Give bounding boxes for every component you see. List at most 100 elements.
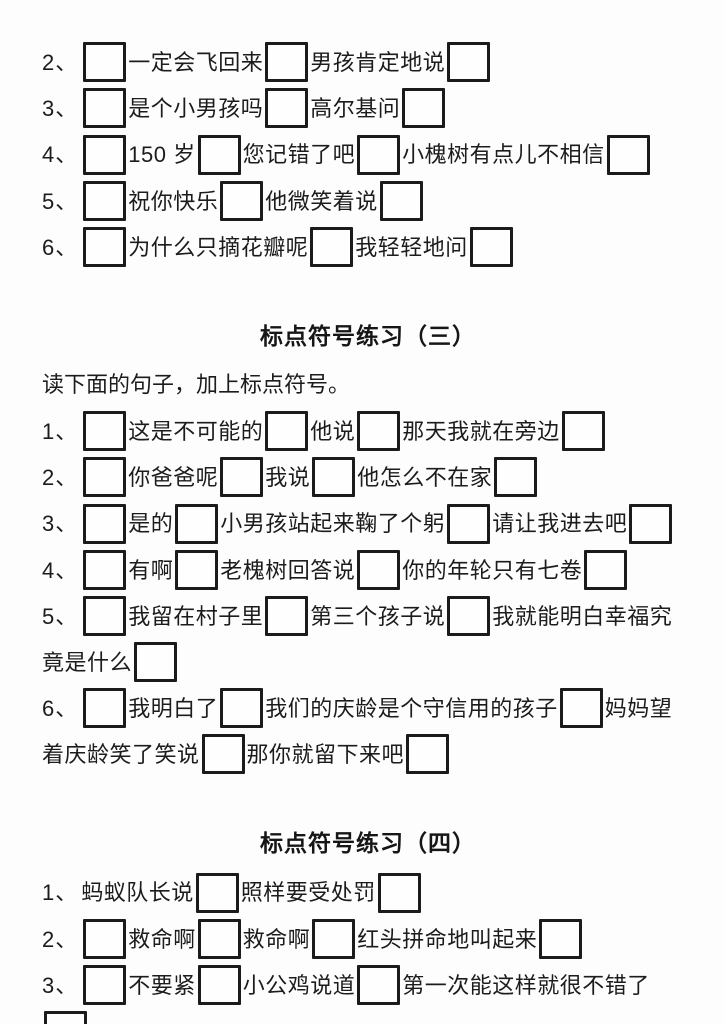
punctuation-box[interactable] xyxy=(312,457,356,498)
item-text: 救命啊 xyxy=(242,926,311,952)
item-text: 我明白了 xyxy=(128,696,219,722)
punctuation-box[interactable] xyxy=(539,918,583,959)
punctuation-box[interactable] xyxy=(83,457,127,498)
item-number: 4、 xyxy=(42,142,79,168)
item-text: 第三个孩子说 xyxy=(310,603,446,629)
item-text: 是的 xyxy=(128,511,174,537)
punctuation-box[interactable] xyxy=(377,872,421,913)
punctuation-box[interactable] xyxy=(197,965,241,1005)
punctuation-box[interactable] xyxy=(357,965,401,1005)
item-number: 6、 xyxy=(42,696,79,722)
punctuation-box[interactable] xyxy=(134,642,178,683)
punctuation-box[interactable] xyxy=(201,734,245,775)
punctuation-box[interactable] xyxy=(197,134,241,175)
punctuation-box[interactable] xyxy=(83,688,127,729)
punctuation-box[interactable] xyxy=(265,42,309,83)
punctuation-box[interactable] xyxy=(357,549,401,590)
punctuation-box[interactable] xyxy=(83,411,127,452)
punctuation-box[interactable] xyxy=(379,180,423,221)
item-text: 男孩肯定地说 xyxy=(310,50,446,75)
item-text: 那天我就在旁边 xyxy=(402,418,560,444)
item-number: 5、 xyxy=(42,603,79,629)
punctuation-box[interactable] xyxy=(447,503,491,544)
exercise-item: 5、 我留在村子里 第三个孩子说我就能明白幸福究竟是什么 xyxy=(42,594,694,686)
punctuation-box[interactable] xyxy=(402,88,446,129)
section-instruction: 读下面的句子，加上标点符号。 xyxy=(42,371,351,397)
item-text: 祝你快乐 xyxy=(128,188,219,214)
punctuation-box[interactable] xyxy=(559,688,603,729)
punctuation-box[interactable] xyxy=(469,226,513,267)
punctuation-box[interactable] xyxy=(265,411,309,452)
item-text: 请让我进去吧 xyxy=(492,511,628,537)
punctuation-box[interactable] xyxy=(83,595,127,636)
punctuation-box[interactable] xyxy=(447,42,491,83)
punctuation-box[interactable] xyxy=(83,134,127,175)
punctuation-box[interactable] xyxy=(561,411,605,452)
exercise-item: 4、150 岁您记错了吧小槐树有点儿不相信 xyxy=(42,132,694,178)
punctuation-box[interactable] xyxy=(220,688,264,729)
punctuation-box[interactable] xyxy=(220,457,264,498)
item-number: 2、 xyxy=(42,465,79,491)
item-text: 老槐树回答说 xyxy=(220,557,356,583)
item-text: 你爸爸呢 xyxy=(128,465,219,491)
item-text: 红头拼命地叫起来 xyxy=(357,926,538,952)
punctuation-box[interactable] xyxy=(406,734,450,775)
punctuation-box[interactable] xyxy=(312,918,356,959)
item-number: 3、 xyxy=(42,972,79,998)
item-text: 您记错了吧 xyxy=(242,142,356,168)
punctuation-box[interactable] xyxy=(197,918,241,959)
exercise-item: 2、救命啊救命啊红头拼命地叫起来 xyxy=(42,917,694,963)
punctuation-box[interactable] xyxy=(83,88,127,129)
punctuation-box[interactable] xyxy=(83,180,127,221)
item-text: 我们的庆龄是个守信用的孩子 xyxy=(265,696,558,722)
punctuation-box[interactable] xyxy=(357,411,401,452)
item-number: 3、 xyxy=(42,511,79,537)
item-text: 蚂蚁队长说 xyxy=(81,880,194,906)
punctuation-box[interactable] xyxy=(195,872,239,913)
punctuation-box[interactable] xyxy=(310,226,354,267)
punctuation-box[interactable] xyxy=(357,134,401,175)
item-text: 那你就留下来吧 xyxy=(246,742,405,768)
punctuation-box[interactable] xyxy=(83,549,127,590)
item-text: 救命啊 xyxy=(128,926,196,952)
section-title: 标点符号练习（四） xyxy=(260,830,476,857)
exercise-item: 4、有啊老槐树回答说你的年轮只有七卷 xyxy=(42,548,694,594)
punctuation-box[interactable] xyxy=(83,965,127,1005)
punctuation-box[interactable] xyxy=(83,503,127,544)
punctuation-box[interactable] xyxy=(175,549,219,590)
item-text: 是个小男孩吗 xyxy=(128,96,264,122)
item-text: 不要紧 xyxy=(128,972,196,998)
item-text: 小公鸡说道 xyxy=(242,972,356,998)
exercise-item: 3、是个小男孩吗高尔基问 xyxy=(42,86,694,132)
punctuation-box[interactable] xyxy=(584,549,628,590)
worksheet-section: 标点符号练习（三）读下面的句子，加上标点符号。1、这是不可能的他说那天我就在旁边… xyxy=(42,317,694,779)
punctuation-box[interactable] xyxy=(83,42,127,83)
item-text: 小男孩站起来鞠了个躬 xyxy=(220,511,446,537)
exercise-item: 2、你爸爸呢我说他怎么不在家 xyxy=(42,455,694,501)
item-text: 为什么只摘花瓣呢 xyxy=(128,234,309,260)
punctuation-box[interactable] xyxy=(175,503,219,544)
exercise-item: 1、这是不可能的他说那天我就在旁边 xyxy=(42,409,694,455)
punctuation-box[interactable] xyxy=(606,134,650,175)
item-text: 他微笑着说 xyxy=(265,188,378,214)
item-text: 一定会飞回来 xyxy=(128,50,264,75)
item-number: 1、 xyxy=(42,418,79,444)
exercise-item: 1、蚂蚁队长说照样要受处罚 xyxy=(42,870,694,916)
punctuation-box[interactable] xyxy=(83,918,127,959)
punctuation-box[interactable] xyxy=(265,595,309,636)
item-number: 4、 xyxy=(42,557,79,583)
punctuation-box[interactable] xyxy=(265,88,309,129)
item-text: 我留在村子里 xyxy=(128,603,264,629)
punctuation-box[interactable] xyxy=(83,226,127,267)
exercise-item: 2、 一定会飞回来 男孩肯定地说 xyxy=(42,40,694,86)
punctuation-box[interactable] xyxy=(494,457,538,498)
punctuation-box[interactable] xyxy=(629,503,673,544)
item-text: 我就能明白幸福究竟是什么 xyxy=(42,603,673,675)
exercise-item: 6、为什么只摘花瓣呢我轻轻地问 xyxy=(42,225,694,271)
item-number: 2、 xyxy=(42,50,79,75)
punctuation-box[interactable] xyxy=(447,595,491,636)
punctuation-box[interactable] xyxy=(220,180,264,221)
punctuation-box[interactable] xyxy=(44,1011,87,1024)
